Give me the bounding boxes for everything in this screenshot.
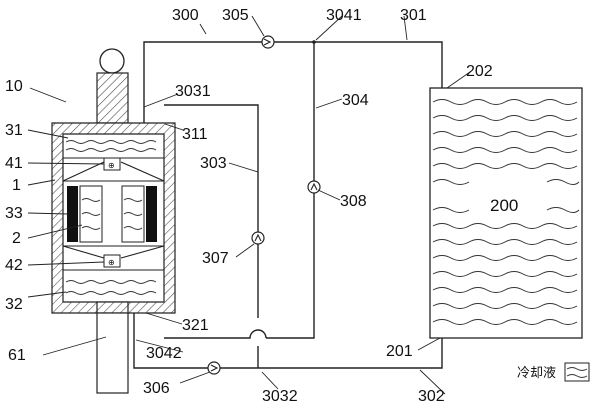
damper-assembly: ⊕ ⊕: [51, 48, 176, 394]
label-31: 31: [5, 122, 23, 139]
legend: 冷却液: [517, 362, 590, 382]
legend-swatch: [564, 362, 590, 382]
tank-waves: [432, 99, 580, 325]
label-303: 303: [200, 155, 227, 172]
label-3042: 3042: [146, 345, 182, 362]
piston-core: [67, 185, 157, 243]
check-valve-305: [261, 35, 275, 49]
label-306: 306: [143, 380, 170, 397]
pipe-300: [143, 41, 443, 123]
check-valves: [207, 35, 321, 375]
label-3032: 3032: [262, 388, 298, 405]
magnet-right: [146, 186, 157, 242]
label-1: 1: [12, 177, 21, 194]
label-3041: 3041: [326, 7, 362, 24]
bottom-rod-top: [96, 301, 129, 314]
label-41: 41: [5, 155, 23, 172]
valve-41-assembly: ⊕: [62, 157, 165, 182]
label-300: 300: [172, 7, 199, 24]
svg-text:⊕: ⊕: [108, 161, 115, 170]
legend-label: 冷却液: [517, 366, 556, 381]
pipe-3042: [133, 313, 443, 369]
leader-lines: [27, 15, 471, 395]
label-305: 305: [222, 7, 249, 24]
piping: [133, 40, 443, 369]
check-valve-308: [307, 180, 321, 194]
label-304: 304: [342, 92, 369, 109]
label-3031: 3031: [175, 83, 211, 100]
svg-text:⊕: ⊕: [108, 258, 115, 267]
label-311: 311: [182, 126, 208, 143]
pipe-303: [164, 104, 259, 318]
junction-3041: [312, 40, 316, 44]
label-32: 32: [5, 296, 23, 313]
top-rod: [96, 72, 129, 124]
tank-body: [429, 87, 583, 339]
pipe-304: [266, 42, 315, 339]
valve-42-assembly: ⊕: [62, 245, 165, 271]
label-42: 42: [5, 257, 23, 274]
magnet-left: [67, 186, 78, 242]
label-61: 61: [8, 347, 26, 364]
label-10: 10: [5, 78, 23, 95]
label-201: 201: [386, 343, 413, 360]
pipe-crossover: [164, 329, 267, 339]
valve-42: [103, 254, 121, 268]
bottom-rod: [96, 312, 129, 394]
coolant-tank: [429, 87, 583, 339]
label-202: 202: [466, 63, 493, 80]
label-33: 33: [5, 205, 23, 222]
label-200: 200: [490, 196, 518, 215]
check-valve-307: [251, 231, 265, 245]
check-valve-306: [207, 361, 221, 375]
top-mount-ball: [99, 48, 125, 74]
label-321: 321: [182, 317, 209, 334]
label-2: 2: [12, 230, 21, 247]
label-302: 302: [418, 388, 445, 405]
lower-chamber: [65, 280, 157, 295]
label-307: 307: [202, 250, 229, 267]
label-301: 301: [400, 7, 427, 24]
upper-chamber: [63, 140, 164, 159]
reference-labels: 10 31 41 1 33 2 42 32 61 300 305 3041 30…: [5, 7, 518, 405]
label-308: 308: [340, 193, 367, 210]
